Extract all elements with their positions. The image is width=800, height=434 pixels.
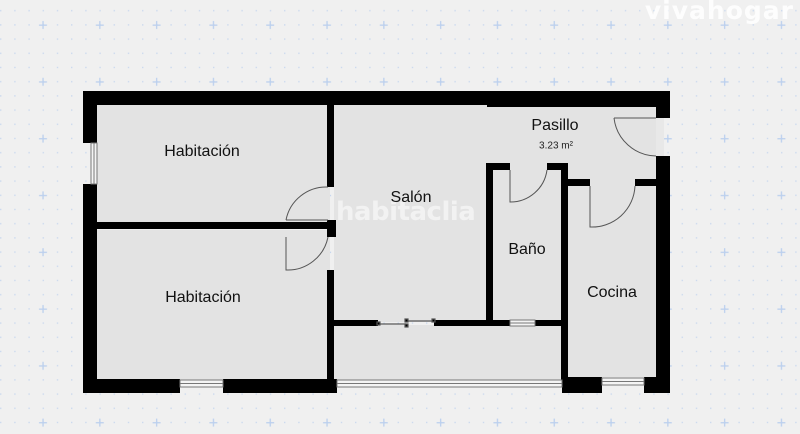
room-label-habitacion-2: Habitación	[165, 289, 241, 306]
room-label-cocina: Cocina	[587, 284, 637, 301]
room-label-habitacion-1: Habitación	[164, 143, 240, 160]
room-area-pasillo: 3.23 m²	[539, 140, 573, 152]
room-label-bano: Baño	[508, 241, 546, 258]
room-label-salon: Salón	[390, 189, 432, 206]
windows	[90, 142, 645, 388]
room-floors	[96, 104, 664, 382]
walls	[83, 91, 670, 393]
vivahogar-logo: vivahogar	[644, 0, 794, 25]
room-label-pasillo: Pasillo	[531, 117, 579, 134]
sliding-door	[376, 318, 436, 328]
door-swings	[285, 117, 657, 271]
habitaclia-watermark: habitaclia	[336, 197, 476, 227]
